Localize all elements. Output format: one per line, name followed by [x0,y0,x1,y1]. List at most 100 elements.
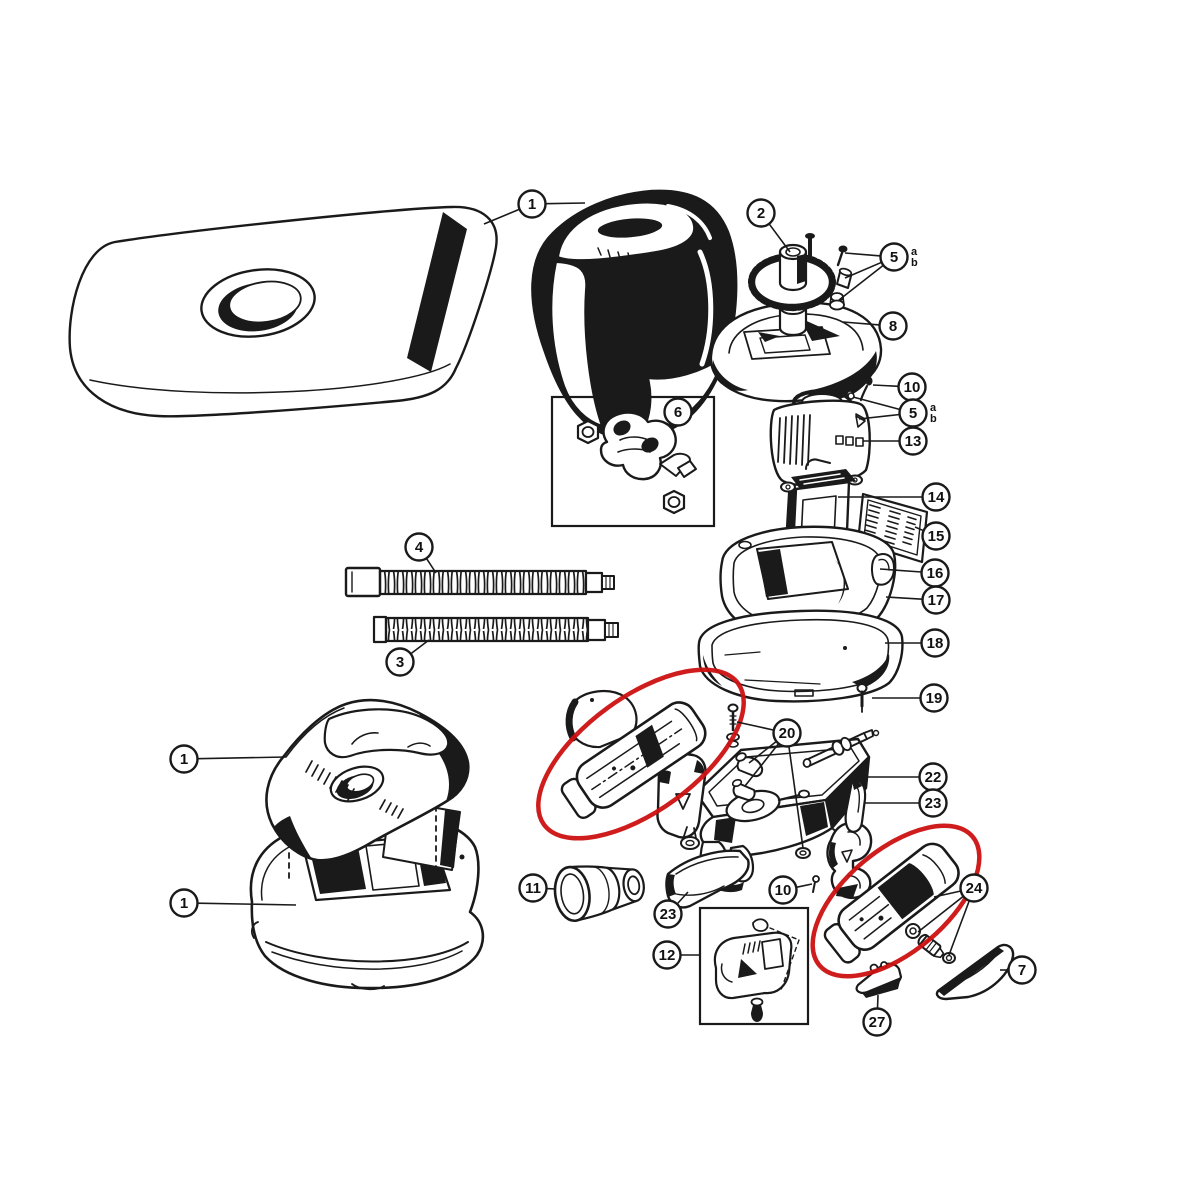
callout-8: 8 [842,311,908,341]
callout-10-lower: 10 [768,875,813,905]
leader-line [545,202,586,205]
leader-line [768,223,791,253]
highlight-ellipse-left [536,667,746,841]
screw-19 [856,683,868,713]
callout-number: 23 [925,795,942,812]
callout-number: 20 [779,725,796,742]
callout-22: 22 [860,762,948,792]
callout-number: 13 [905,433,922,450]
leader-line [676,891,689,905]
callout-number: 6 [674,404,682,421]
callout-number: 19 [926,690,943,707]
callout-circle [518,873,548,903]
callout-number: 14 [928,489,945,506]
leader-line [948,900,971,956]
top-cover-plate [68,205,498,418]
callout-circle [746,198,776,228]
callout-2: 2 [746,198,791,253]
callout-circle [898,426,928,456]
flap-right [844,779,867,833]
callout-circle [653,899,683,929]
callout-circle [517,189,547,219]
callout-sublabel: b [930,413,937,425]
fastener-set [905,923,956,964]
callout-number: 11 [525,880,541,897]
callout-circle [921,482,951,512]
callout-13: 13 [863,426,928,456]
leader-line [410,639,430,655]
axle-shaft [802,729,880,768]
callout-15: 15 [914,521,951,551]
leader-line [744,743,780,787]
highlight-ellipse-right [810,823,982,979]
leader-line [852,396,901,411]
callout-number: 4 [415,539,424,556]
clamp-bracket [826,821,873,899]
callout-circle [169,888,199,918]
leader-line [876,994,879,1009]
callout-number: 5 [909,405,917,422]
leader-line [917,895,964,933]
callout-1-top: 1 [483,189,586,225]
callout-circle [385,647,415,677]
hose-lower [372,615,619,644]
callout-4: 4 [404,532,437,574]
callout-circle [772,718,802,748]
callout-circle [878,311,908,341]
callout-circle [879,242,909,272]
callout-number: 1 [180,751,188,768]
gear-assembly [748,233,836,311]
callout-sublabel: a [911,246,918,258]
callout-circle [404,532,434,562]
callout-number: 1 [180,895,188,912]
callout-23-upper: 23 [864,788,948,818]
callout-17: 17 [885,585,951,615]
callout-18: 18 [885,628,950,658]
callout-number: 8 [889,318,897,335]
leader-line [483,208,520,225]
callout-6: 6 [663,397,693,427]
kit-box-12 [698,906,810,1026]
callout-23-lower: 23 [653,891,689,929]
hardware-cluster [726,703,764,801]
leader-line [844,261,882,279]
leader-line [933,890,961,898]
leader-line [197,902,297,906]
hose-upper [344,566,615,598]
leader-line [736,721,774,731]
callout-circle [1007,955,1037,985]
callout-7: 7 [1000,955,1037,985]
leader-line [197,756,287,760]
roller-kit [576,411,697,515]
callout-10-upper: 10 [872,372,927,402]
callout-14: 14 [838,482,951,512]
callout-circle [768,875,798,905]
callout-sublabel: b [911,257,918,269]
callout-number: 1 [528,196,536,213]
callout-circle [959,873,989,903]
callout-24: 24 [917,873,989,956]
turbine-dome-plate [709,299,883,403]
callout-circle [918,788,948,818]
callout-number: 27 [869,1014,886,1031]
callout-circle [663,397,693,427]
callout-11: 11 [518,873,557,903]
callout-number: 10 [775,882,792,899]
callout-number: 3 [396,654,404,671]
cone-fitting [553,865,645,923]
callout-5ab-upper: 5 ab [838,242,918,301]
callout-27: 27 [862,994,892,1037]
leader-line [879,568,922,573]
callout-number: 5 [890,249,898,266]
leader-line [858,413,900,420]
side-plate-left [560,689,707,820]
leader-line [838,264,884,301]
callout-number: 22 [925,769,942,786]
callout-1-lower: 1 [169,888,297,918]
side-plate-right [823,842,960,964]
motor-unit [769,389,871,493]
leader-line [425,557,437,574]
